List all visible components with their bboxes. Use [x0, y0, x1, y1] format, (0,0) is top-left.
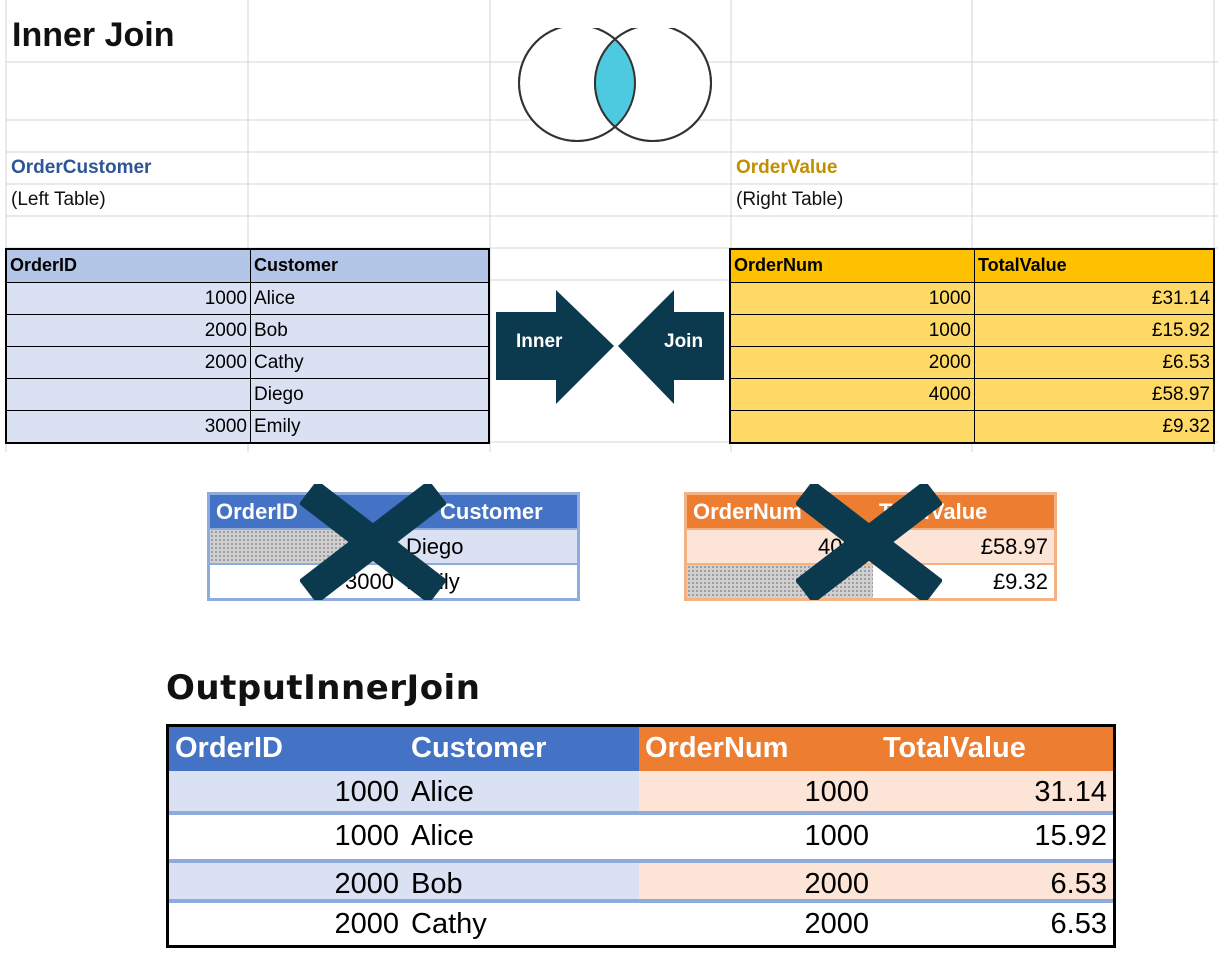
ordernum-cell[interactable]: 1000 — [928, 320, 971, 341]
unmatched-right-header-ordernum: OrderNum — [693, 499, 802, 524]
table-row: £9.32 — [731, 410, 1213, 442]
orderid-cell[interactable] — [7, 379, 250, 410]
right-table-note: (Right Table) — [736, 189, 844, 210]
join-arrows: Inner Join — [494, 288, 726, 406]
table-row: 2000 Bob — [7, 314, 488, 346]
output-table: OrderID Customer OrderNum TotalValue 100… — [166, 724, 1116, 948]
spreadsheet-area: Inner Join OrderCustomer (Left Table) Or… — [0, 0, 1218, 452]
sheet-title: Inner Join — [12, 16, 175, 54]
output-header: OrderID Customer OrderNum TotalValue — [169, 727, 1113, 771]
table-row: Diego — [7, 378, 488, 410]
output-header-orderid: OrderID — [169, 727, 405, 771]
totalvalue-cell[interactable]: £58.97 — [974, 379, 1213, 410]
ordernum-cell[interactable]: 1000 — [928, 288, 971, 309]
ordernum-cell: 1000 — [804, 820, 869, 852]
totalvalue-cell[interactable]: £9.32 — [974, 411, 1213, 442]
ordernum-cell[interactable]: 2000 — [928, 352, 971, 373]
excluded-cross-icon — [796, 484, 942, 600]
orderid-cell[interactable]: 2000 — [204, 352, 247, 373]
ordernum-cell: 1000 — [639, 771, 875, 811]
right-header-totalvalue[interactable]: TotalValue — [974, 250, 1213, 282]
ordernum-cell: 2000 — [639, 863, 875, 899]
table-row: 1000 £31.14 — [731, 282, 1213, 314]
excluded-cross-icon — [300, 484, 446, 600]
left-table: OrderID Customer 1000 Alice 2000 Bob 200… — [5, 248, 490, 444]
ordernum-cell[interactable]: 4000 — [928, 384, 971, 405]
totalvalue-cell[interactable]: £15.92 — [974, 315, 1213, 346]
unmatched-left-header-orderid: OrderID — [216, 499, 298, 524]
ordernum-cell[interactable] — [731, 411, 974, 442]
right-table: OrderNum TotalValue 1000 £31.14 1000 £15… — [729, 248, 1215, 444]
left-header-orderid[interactable]: OrderID — [10, 255, 78, 275]
right-table-name: OrderValue — [736, 157, 838, 178]
customer-cell[interactable]: Alice — [250, 283, 488, 314]
table-row: 2000 Bob 2000 6.53 — [169, 859, 1113, 903]
totalvalue-cell: £9.32 — [992, 569, 1048, 594]
orderid-cell: 1000 — [334, 820, 399, 852]
customer-cell[interactable]: Cathy — [250, 347, 488, 378]
table-row: 2000 Cathy 2000 6.53 — [169, 903, 1113, 947]
table-row: 2000 Cathy — [7, 346, 488, 378]
ordernum-cell: 2000 — [804, 908, 869, 940]
totalvalue-cell: 31.14 — [875, 771, 1113, 811]
customer-cell: Alice — [405, 771, 639, 811]
output-header-customer: Customer — [405, 727, 639, 771]
customer-cell[interactable]: Emily — [250, 411, 488, 442]
customer-cell: Diego — [406, 534, 464, 559]
table-row: 2000 £6.53 — [731, 346, 1213, 378]
output-header-ordernum: OrderNum — [639, 727, 875, 771]
table-row: 4000 £58.97 — [731, 378, 1213, 410]
totalvalue-cell[interactable]: £6.53 — [974, 347, 1213, 378]
orderid-cell: 2000 — [334, 908, 399, 940]
output-title: OutputInnerJoin — [166, 668, 481, 708]
arrow-join-label: Join — [664, 331, 704, 352]
unmatched-left-header-customer: Customer — [440, 499, 543, 524]
totalvalue-cell: 15.92 — [1034, 820, 1107, 852]
orderid-cell[interactable]: 3000 — [204, 416, 247, 437]
totalvalue-cell[interactable]: £31.14 — [974, 283, 1213, 314]
left-header-customer[interactable]: Customer — [250, 250, 488, 282]
table-row: 1000 Alice 1000 31.14 — [169, 771, 1113, 815]
orderid-cell[interactable]: 1000 — [204, 288, 247, 309]
left-table-header: OrderID Customer — [7, 250, 488, 282]
right-table-header: OrderNum TotalValue — [731, 250, 1213, 282]
totalvalue-cell: £58.97 — [980, 534, 1048, 559]
customer-cell: Cathy — [411, 908, 487, 940]
arrow-right-icon — [496, 290, 614, 404]
orderid-cell[interactable]: 2000 — [204, 320, 247, 341]
output-header-totalvalue: TotalValue — [875, 727, 1113, 771]
totalvalue-cell: 6.53 — [875, 863, 1113, 899]
table-row: 1000 Alice — [7, 282, 488, 314]
customer-cell[interactable]: Bob — [250, 315, 488, 346]
left-table-name: OrderCustomer — [11, 157, 152, 178]
arrow-inner-label: Inner — [516, 331, 563, 352]
arrow-left-icon — [618, 290, 724, 404]
table-row: 1000 £15.92 — [731, 314, 1213, 346]
table-row: 1000 Alice 1000 15.92 — [169, 815, 1113, 859]
customer-cell: Alice — [411, 820, 474, 852]
venn-diagram-icon — [518, 28, 712, 142]
orderid-cell: 1000 — [169, 771, 405, 811]
left-table-note: (Left Table) — [11, 189, 106, 210]
table-row: 3000 Emily — [7, 410, 488, 442]
customer-cell: Bob — [405, 863, 639, 899]
customer-cell[interactable]: Diego — [250, 379, 488, 410]
totalvalue-cell: 6.53 — [1050, 908, 1107, 940]
right-header-ordernum[interactable]: OrderNum — [734, 255, 824, 275]
orderid-cell: 2000 — [169, 863, 405, 899]
